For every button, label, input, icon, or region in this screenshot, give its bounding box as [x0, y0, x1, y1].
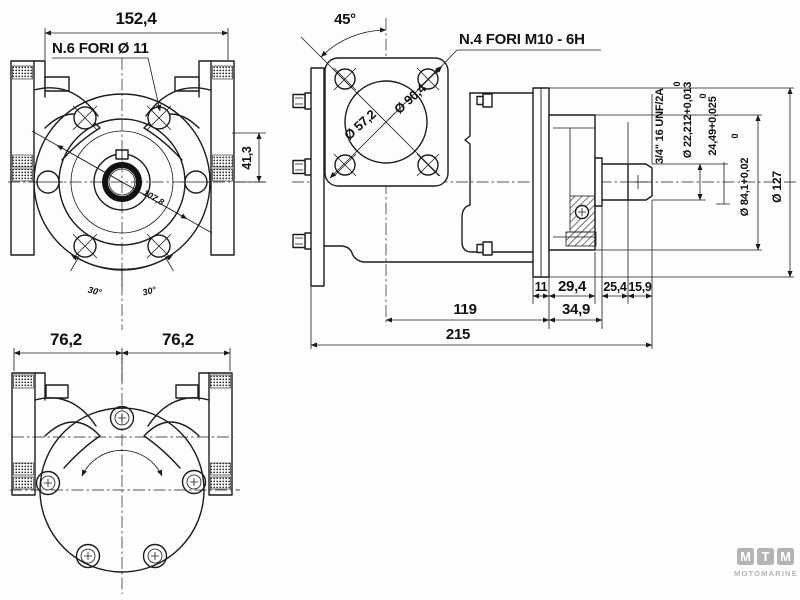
bearing-ball-cross [578, 208, 586, 216]
angle-45-arc [320, 27, 387, 58]
bottom-left-ear-outer [34, 397, 97, 427]
front-left-ear-leaf [44, 113, 101, 161]
logo-letter-2: T [762, 549, 770, 564]
side-mount-plate [310, 67, 325, 287]
drill-cross [146, 233, 172, 259]
bottom-right-ear-outer [147, 397, 210, 427]
shaft-dia-text: Ø 22,212+0,013 [682, 82, 694, 158]
front-holes-label: N.6 FORI Ø 11 [52, 40, 149, 57]
rear-bolts [476, 93, 493, 256]
logo-letter-1: M [740, 549, 751, 564]
key-height-text: 24,49+0,025 [707, 96, 719, 155]
angle-right-text: 30° [141, 284, 157, 297]
extension-lines-vertical [310, 94, 653, 349]
hex-bolt [476, 93, 493, 108]
serrated-pad [12, 154, 33, 168]
mtm-logo: M T M MOTOMARINE [734, 548, 798, 578]
serrated-pad [13, 462, 34, 476]
serrated-pad [210, 462, 231, 476]
dim-15-9-text: 15,9 [628, 280, 651, 294]
side-view: Ø 57,2 Ø 90,4 45° N.4 FORI M10 - 6H [292, 11, 796, 349]
angle-45-text: 45° [334, 11, 356, 28]
screw [142, 543, 168, 569]
bottom-dim-right-text: 76,2 [162, 330, 194, 349]
serrated-pad [210, 476, 231, 490]
serrated-pad [13, 476, 34, 490]
dim-215-text: 215 [446, 326, 470, 343]
screw [75, 543, 101, 569]
logo-name: MOTOMARINE [734, 569, 798, 578]
shaft-outline [601, 163, 653, 201]
bearing-section-hatch [569, 195, 596, 233]
drill-cross [72, 233, 98, 259]
mounting-bolts [292, 92, 313, 250]
angle-45-ray [300, 36, 353, 89]
bottom-left-ear-leaf [44, 421, 101, 469]
bottom-dim-left-text: 76,2 [50, 330, 82, 349]
cover-screws [35, 405, 207, 569]
bottom-right-tab [175, 384, 199, 399]
logo-box-2 [757, 548, 774, 565]
dim-119-text: 119 [453, 301, 476, 318]
angle-ticks [70, 256, 174, 287]
bore-dia-tol-text: 0 [730, 133, 740, 138]
offset-dim-text: 41,3 [240, 146, 254, 169]
serrated-pad [13, 374, 34, 389]
logo-box-3 [777, 548, 794, 565]
front-holes-leader [147, 57, 162, 112]
serrated-pad [210, 374, 231, 389]
seal-section-hatch [565, 231, 597, 247]
key-height-tol-text: 0 [698, 93, 708, 98]
serrated-pad [212, 65, 233, 80]
screw [35, 470, 61, 496]
bottom-casing-walls [34, 372, 210, 401]
logo-box-1 [737, 548, 754, 565]
bottom-right-ear-leaf [143, 421, 200, 469]
angle-arc [71, 254, 173, 270]
dim-34-9-text: 34,9 [562, 301, 590, 318]
screw [109, 405, 135, 431]
logo-letter-3: M [780, 549, 791, 564]
casing-rear-contour [461, 92, 534, 253]
bore-dia-text: Ø 84,1+0,02 [739, 158, 751, 217]
flange-dia-extension-lines [549, 87, 794, 278]
serrated-pad [212, 154, 233, 168]
width-dim-text: 152,4 [115, 9, 157, 28]
bore-extension-lines [595, 114, 762, 251]
dim-25-4-text: 25,4 [603, 280, 626, 294]
dim-11-text: 11 [535, 280, 548, 294]
hex-bolt [292, 92, 313, 110]
drill-cross [146, 105, 172, 131]
flange-dia-text: Ø 127 [770, 171, 784, 203]
shaft-collar [594, 157, 603, 207]
shaft-dia-tol-text: 0 [672, 81, 682, 86]
bolt-holes [33, 105, 211, 259]
diagonal-arrow-2 [121, 181, 188, 220]
bottom-view: 76,2 76,2 [10, 330, 240, 594]
hex-bolt [292, 158, 313, 176]
rotation-direction-arrow [81, 450, 163, 477]
side-holes-leader [433, 49, 458, 75]
serrated-pad [12, 65, 33, 80]
thread-spec-text: 3/4" 16 UNF/2A [654, 88, 666, 164]
serrated-pad [212, 168, 233, 182]
thread-center-marks [632, 175, 648, 189]
angle-left-text: 30° [87, 285, 103, 298]
serrated-pad [12, 168, 33, 182]
diagonal-arrow-1 [56, 144, 123, 183]
screw [181, 469, 207, 495]
hex-bolt [292, 232, 313, 250]
shaft-dia-extension-lines [652, 163, 728, 201]
casing-bottom [323, 245, 534, 263]
drill-cross [72, 105, 98, 131]
dim-29-4-text: 29,4 [558, 278, 587, 295]
bottom-left-tab [45, 384, 69, 399]
key-height-dim-line [716, 162, 730, 205]
front-right-ear-leaf [143, 113, 200, 161]
side-holes-label: N.4 FORI M10 - 6H [459, 31, 585, 48]
hex-bolt [476, 241, 493, 256]
